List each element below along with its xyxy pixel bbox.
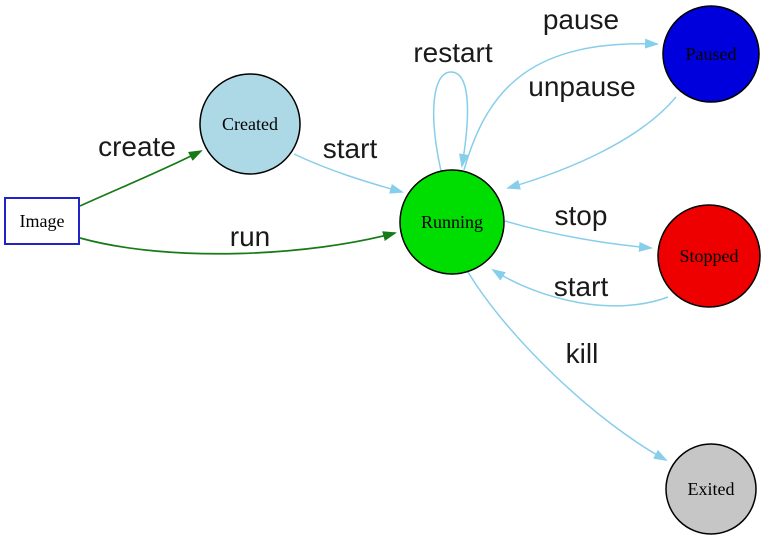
node-exited: Exited: [665, 443, 757, 535]
edge-line-unpause: [506, 96, 677, 190]
node-shape-created: [199, 73, 301, 175]
node-created: Created: [199, 73, 301, 175]
edge-label-create: create: [98, 131, 176, 162]
edge-create: create: [79, 131, 203, 207]
edge-line-stop: [504, 220, 653, 252]
edge-label-start-stopped: start: [554, 271, 609, 302]
node-shape-exited: [665, 443, 757, 535]
node-running: Running: [399, 169, 505, 275]
edge-line-create: [79, 150, 203, 207]
edge-line-restart: [432, 71, 469, 172]
node-shape-paused: [662, 5, 760, 103]
node-shape-image: [4, 197, 80, 245]
node-label-created: Created: [222, 114, 278, 134]
node-shape-stopped: [657, 204, 761, 308]
edge-label-start-created: start: [323, 133, 378, 164]
edge-label-pause: pause: [543, 4, 619, 35]
edge-start-stopped: start: [491, 268, 669, 307]
edge-kill: kill: [467, 271, 668, 461]
node-label-image: Image: [20, 211, 65, 231]
edges-layer: create run start restart pause unpause stop sta…: [79, 4, 677, 461]
edge-stop: stop: [504, 200, 653, 252]
node-stopped: Stopped: [657, 204, 761, 308]
node-image: Image: [4, 197, 80, 245]
edge-line-start-created: [293, 153, 404, 194]
node-shape-running: [399, 169, 505, 275]
edge-label-restart: restart: [413, 37, 493, 68]
edge-line-kill: [467, 271, 668, 461]
edge-restart: restart: [413, 37, 493, 172]
node-paused: Paused: [662, 5, 760, 103]
edge-label-run: run: [230, 221, 270, 252]
edge-line-start-stopped: [491, 268, 669, 307]
edge-run: run: [79, 221, 397, 255]
edge-label-stop: stop: [555, 200, 608, 231]
node-label-exited: Exited: [688, 479, 735, 499]
node-label-running: Running: [421, 212, 483, 232]
edge-pause: pause: [463, 4, 659, 171]
edge-unpause: unpause: [506, 71, 677, 190]
edge-start-created: start: [293, 133, 404, 194]
node-label-paused: Paused: [686, 44, 737, 64]
edge-line-pause: [463, 38, 659, 171]
edge-label-unpause: unpause: [528, 71, 635, 102]
edge-label-kill: kill: [566, 338, 599, 369]
node-label-stopped: Stopped: [679, 246, 738, 266]
edge-line-run: [79, 231, 397, 255]
